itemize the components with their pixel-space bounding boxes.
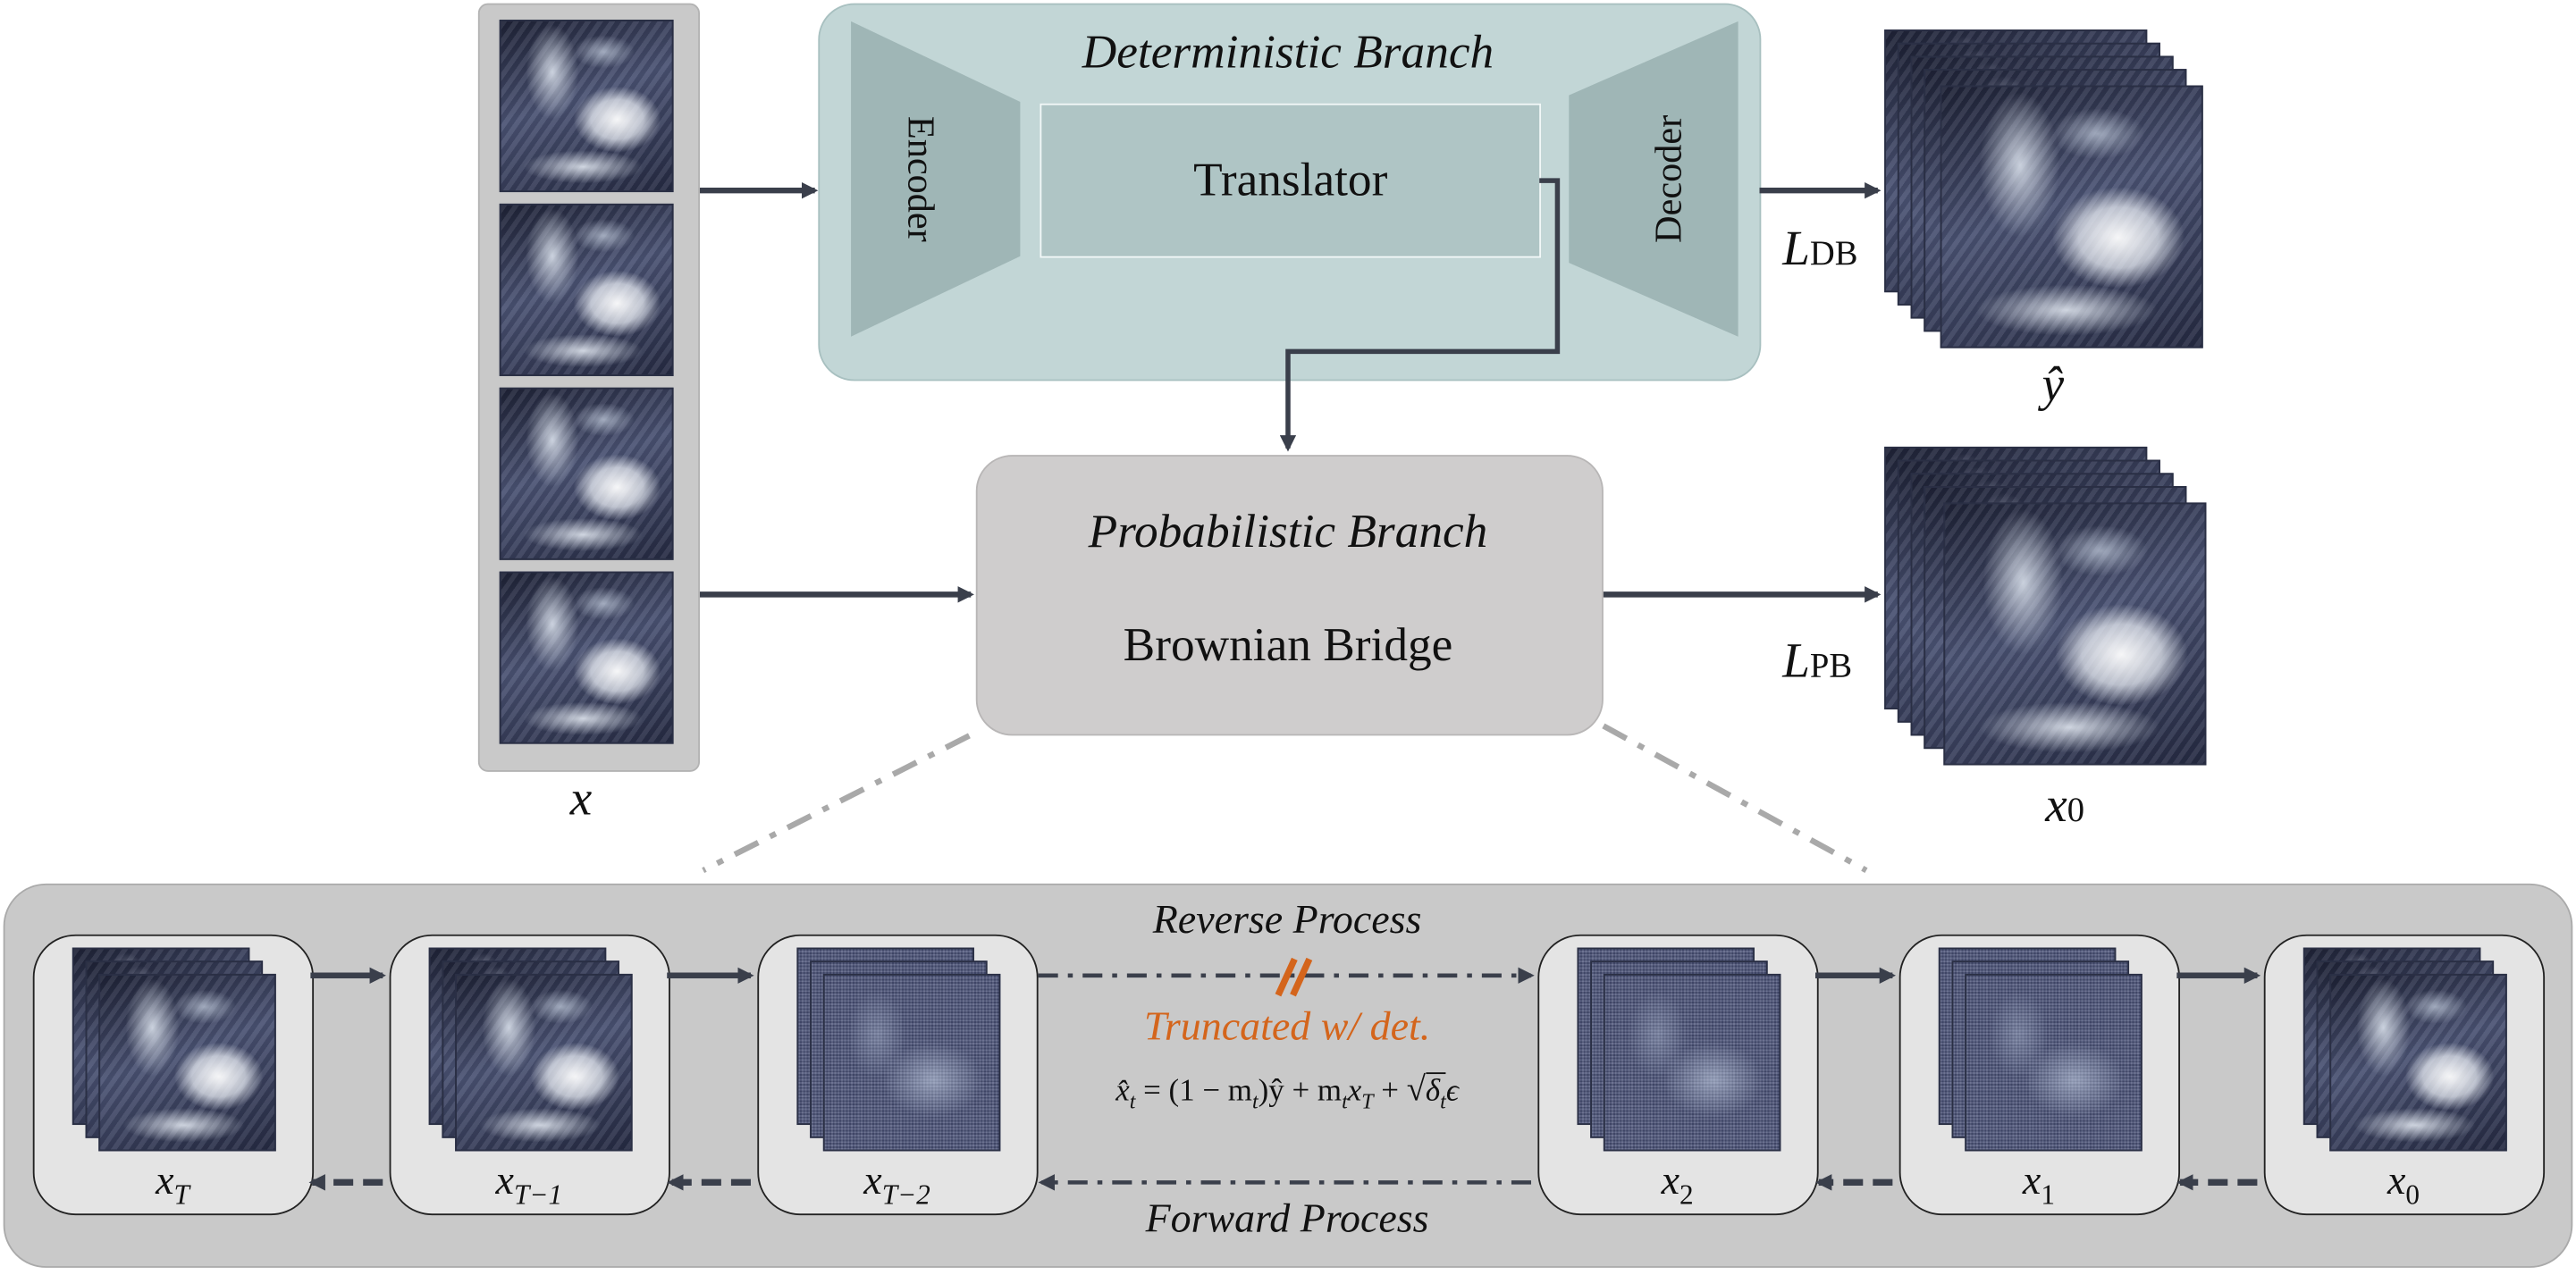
input-frame-4: [499, 571, 674, 744]
prob-output-frame: [1943, 502, 2207, 766]
y-hat-label: ŷ: [2041, 357, 2065, 413]
step-label-x1: x1: [2022, 1159, 2055, 1211]
input-frame-3: [499, 387, 674, 560]
decoder-trapezoid: [1569, 21, 1738, 337]
truncation-mark-1: [1275, 957, 1298, 997]
update-equation: x̂t = (1 − mt)ŷ + mtxT + √δtϵ: [1115, 1069, 1459, 1113]
arrow-translator-to-prob: [1279, 178, 1561, 452]
x0-frame: [2329, 973, 2507, 1152]
zoom-line-left: [702, 733, 971, 874]
x2-frame: [1603, 973, 1781, 1152]
det-output-frame: [1940, 85, 2203, 348]
truncation-mark-2: [1290, 957, 1313, 997]
zoom-line-right: [1602, 723, 1868, 873]
input-label: x: [569, 771, 593, 826]
x1-frame: [1965, 973, 2142, 1152]
truncated-label: Truncated w/ det.: [1143, 1004, 1431, 1050]
brownian-bridge-label: Brownian Bridge: [1123, 618, 1453, 672]
xT-frame: [98, 973, 276, 1152]
xT-2-frame: [822, 973, 1001, 1152]
reverse-process-label: Reverse Process: [1152, 898, 1422, 944]
loss-pb-label: LPB: [1782, 633, 1853, 689]
x0-output-label: x0: [2045, 778, 2085, 833]
input-frame-1: [499, 20, 674, 193]
loss-db-label: LDB: [1782, 222, 1858, 276]
probabilistic-branch-title: Probabilistic Branch: [1088, 506, 1488, 558]
step-label-xT-2: xT−2: [863, 1159, 930, 1211]
step-label-x2: x2: [1661, 1159, 1694, 1211]
forward-process-label: Forward Process: [1145, 1196, 1429, 1242]
xT-1-frame: [455, 973, 633, 1152]
deterministic-branch-title: Deterministic Branch: [1082, 26, 1494, 80]
step-label-xT-1: xT−1: [495, 1159, 563, 1211]
encoder-trapezoid: [851, 21, 1021, 337]
input-frame-2: [499, 203, 674, 376]
translator-box: Translator: [1040, 103, 1542, 258]
probabilistic-branch-box: [975, 455, 1604, 736]
step-label-x0: x0: [2387, 1159, 2420, 1211]
step-label-xT: xT: [156, 1159, 189, 1211]
